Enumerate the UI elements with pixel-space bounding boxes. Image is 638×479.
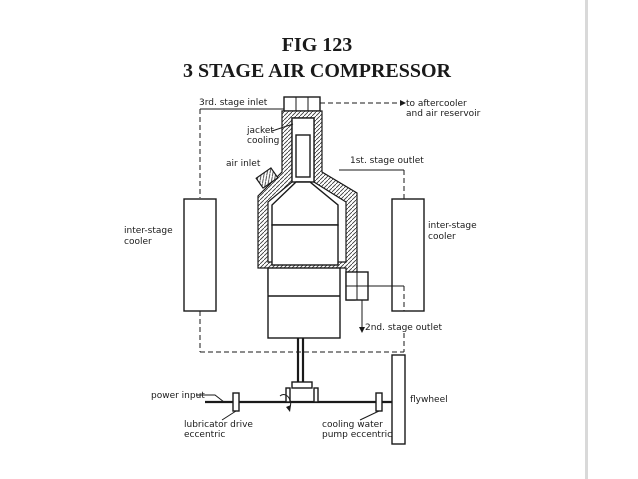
air-inlet-filter — [255, 167, 279, 189]
figure-number: FIG 123 — [282, 34, 353, 56]
figure-title: 3 STAGE AIR COMPRESSOR — [183, 60, 452, 82]
left-interstage-cooler — [183, 198, 217, 312]
label-flywheel: flywheel — [410, 395, 448, 405]
compressor-body — [257, 96, 358, 339]
label-right-cooler-1: inter-stage — [428, 221, 477, 231]
second-stage-valve — [345, 271, 369, 301]
cooling-pump-eccentric — [375, 392, 383, 412]
label-cooling-pump-2: pump eccentric — [322, 430, 392, 440]
label-cooling-pump-1: cooling water — [322, 420, 383, 430]
label-air-inlet: air inlet — [226, 159, 261, 169]
third-stage-head — [283, 96, 321, 112]
scan-edge — [585, 0, 588, 479]
label-third-stage-inlet: 3rd. stage inlet — [199, 98, 268, 108]
crankshaft — [205, 381, 392, 412]
label-second-stage-outlet: 2nd. stage outlet — [365, 323, 442, 333]
label-left-cooler-1: inter-stage — [124, 226, 173, 236]
label-to-aftercooler-2: and air reservoir — [406, 109, 481, 119]
label-to-aftercooler-1: to aftercooler — [406, 99, 467, 109]
label-left-cooler-2: cooler — [124, 237, 152, 247]
first-stage-piston — [271, 224, 339, 266]
label-lubricator-2: eccentric — [184, 430, 225, 440]
third-stage-piston — [295, 134, 311, 178]
label-jacket-2: cooling — [247, 136, 279, 146]
label-lubricator-1: lubricator drive — [184, 420, 253, 430]
label-jacket-1: jacket — [246, 126, 274, 136]
lubricator-eccentric — [232, 392, 240, 412]
label-first-stage-outlet: 1st. stage outlet — [350, 156, 424, 166]
crankcase — [267, 267, 341, 339]
flywheel — [391, 354, 406, 445]
right-interstage-cooler — [391, 198, 425, 312]
label-power-input: power input — [151, 391, 205, 401]
label-right-cooler-2: cooler — [428, 232, 456, 242]
